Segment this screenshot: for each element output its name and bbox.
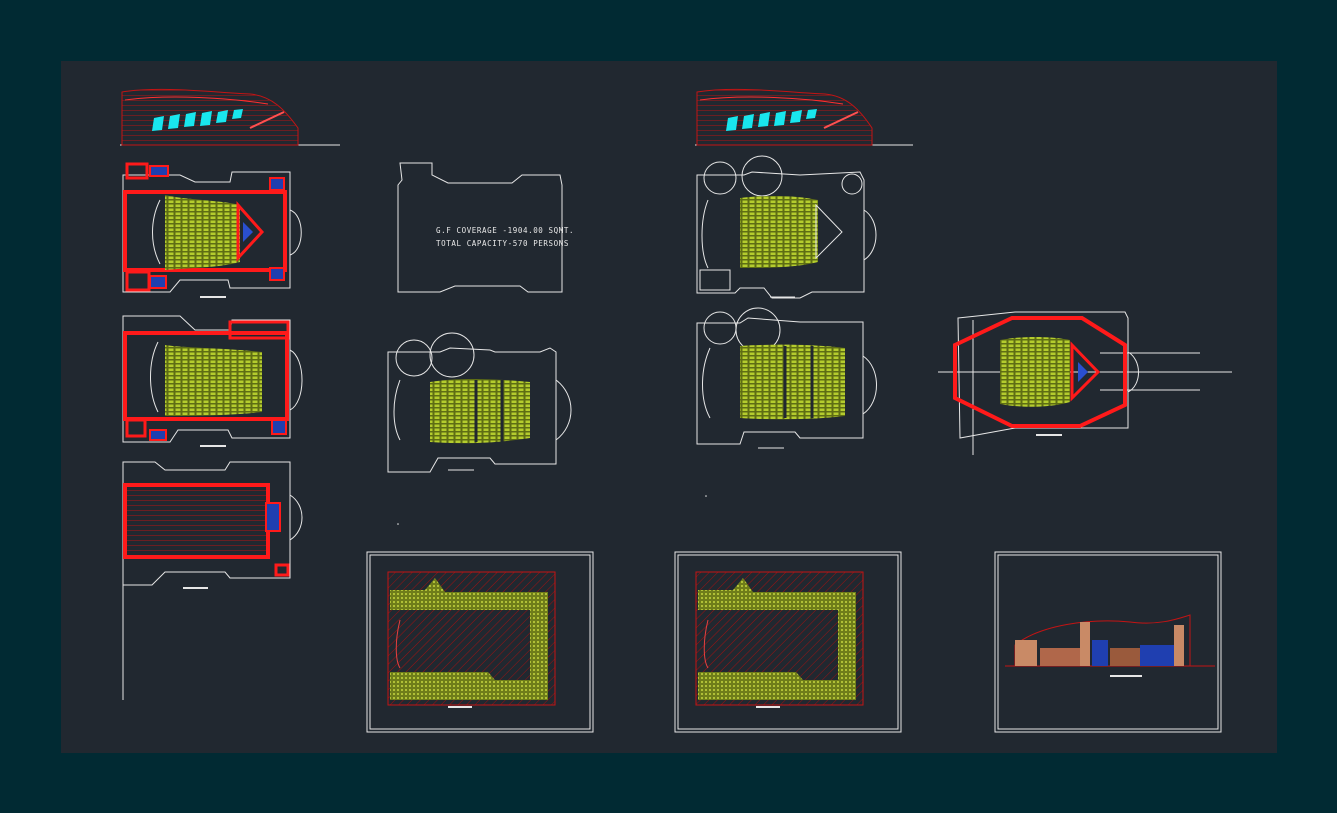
plan-red-1 — [122, 162, 302, 298]
coverage-note-line1: G.F COVERAGE -1904.00 SQMT. — [436, 226, 574, 235]
sheet-frame-3 — [994, 551, 1222, 733]
plan-white-1 — [387, 332, 572, 473]
sheet-frame-2 — [674, 551, 902, 733]
plan-red-2 — [122, 315, 303, 447]
site-coverage-outline: G.F COVERAGE -1904.00 SQMT. TOTAL CAPACI… — [397, 162, 574, 293]
glass-panels — [152, 109, 243, 131]
plan-white-3 — [696, 307, 877, 449]
coverage-note-line2: TOTAL CAPACITY-570 PERSONS — [436, 239, 569, 248]
plan-red-3 — [122, 461, 303, 700]
plan-white-2 — [696, 155, 877, 299]
elevation-drawing-2 — [695, 88, 913, 146]
elevation-drawing-1 — [120, 88, 340, 146]
drawing-sheet — [61, 61, 1277, 753]
sheet-frame-1 — [366, 551, 594, 733]
plan-red-4 — [938, 311, 1232, 455]
